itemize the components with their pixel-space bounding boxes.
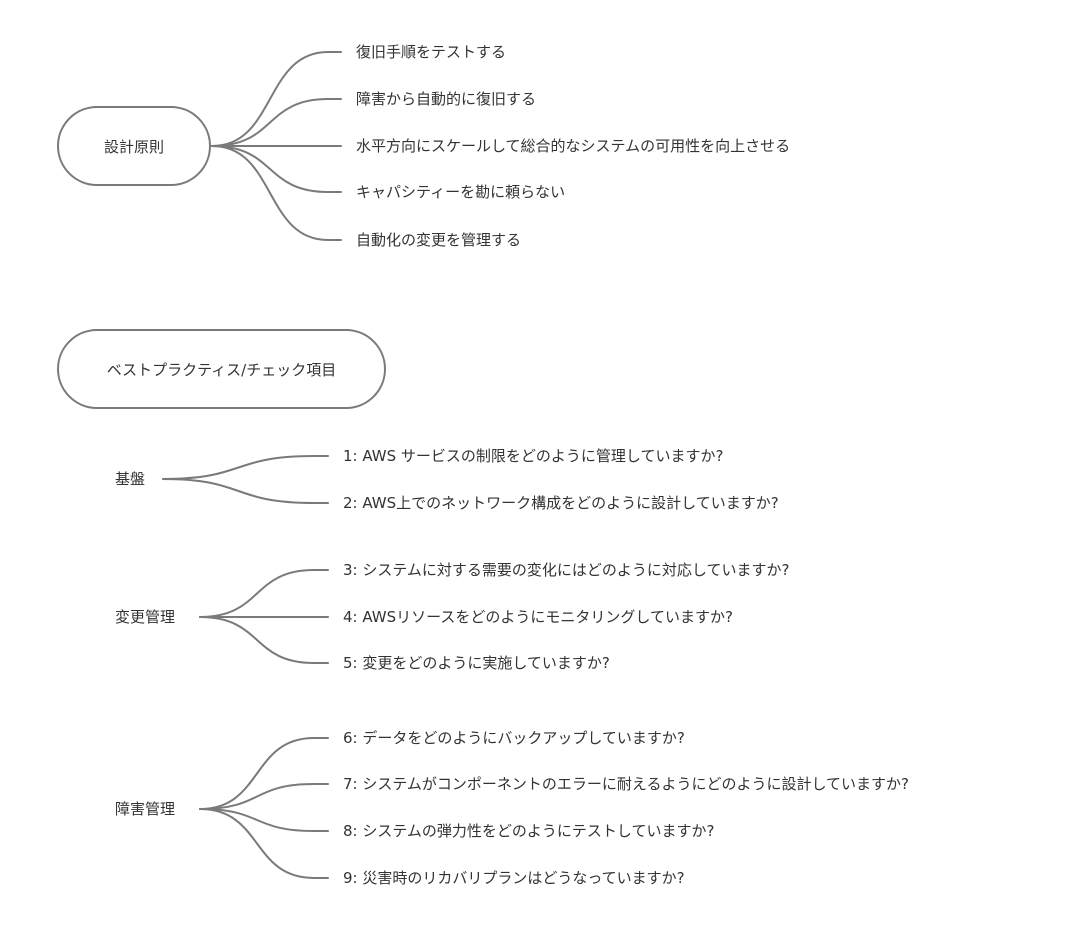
branch-change-1 bbox=[199, 569, 329, 618]
check-item: 9: 災害時のリカバリプランはどうなっていますか? bbox=[343, 869, 685, 887]
branch-failure-4 bbox=[199, 808, 329, 879]
root-node-design-principles[interactable]: 設計原則 bbox=[57, 106, 211, 186]
root-node-best-practices[interactable]: ベストプラクティス/チェック項目 bbox=[57, 329, 386, 409]
root-node-label: 設計原則 bbox=[103, 137, 164, 156]
branch-design-principle-2 bbox=[211, 98, 342, 147]
branch-failure-2 bbox=[199, 783, 329, 810]
check-item: 6: データをどのようにバックアップしていますか? bbox=[343, 729, 685, 747]
branch-change-3 bbox=[199, 616, 329, 664]
branch-foundation-2 bbox=[162, 478, 329, 504]
group-label-change-management[interactable]: 変更管理 bbox=[115, 608, 176, 626]
check-item: 5: 変更をどのように実施していますか? bbox=[343, 654, 610, 672]
branch-design-principle-4 bbox=[211, 145, 342, 193]
root-node-label: ベストプラクティス/チェック項目 bbox=[106, 360, 337, 379]
branch-failure-3 bbox=[199, 808, 329, 832]
group-label-failure-management[interactable]: 障害管理 bbox=[115, 800, 176, 818]
check-item: 4: AWSリソースをどのようにモニタリングしていますか? bbox=[343, 608, 733, 626]
branch-design-principle-1 bbox=[211, 51, 342, 147]
design-principle-item: キャパシティーを勘に頼らない bbox=[356, 183, 566, 201]
check-item: 8: システムの弾力性をどのようにテストしていますか? bbox=[343, 822, 715, 840]
check-item: 2: AWS上でのネットワーク構成をどのように設計していますか? bbox=[343, 494, 779, 512]
branch-design-principle-5 bbox=[211, 145, 342, 241]
check-item: 1: AWS サービスの制限をどのように管理していますか? bbox=[343, 447, 724, 465]
branch-failure-1 bbox=[199, 737, 329, 810]
group-label-foundation[interactable]: 基盤 bbox=[115, 470, 146, 488]
design-principle-item: 自動化の変更を管理する bbox=[356, 231, 522, 249]
check-item: 3: システムに対する需要の変化にはどのように対応していますか? bbox=[343, 561, 790, 579]
design-principle-item: 水平方向にスケールして総合的なシステムの可用性を向上させる bbox=[356, 137, 791, 155]
check-item: 7: システムがコンポーネントのエラーに耐えるようにどのように設計していますか? bbox=[343, 775, 909, 793]
branch-foundation-1 bbox=[162, 455, 329, 480]
design-principle-item: 復旧手順をテストする bbox=[356, 43, 507, 61]
design-principle-item: 障害から自動的に復旧する bbox=[356, 90, 537, 108]
